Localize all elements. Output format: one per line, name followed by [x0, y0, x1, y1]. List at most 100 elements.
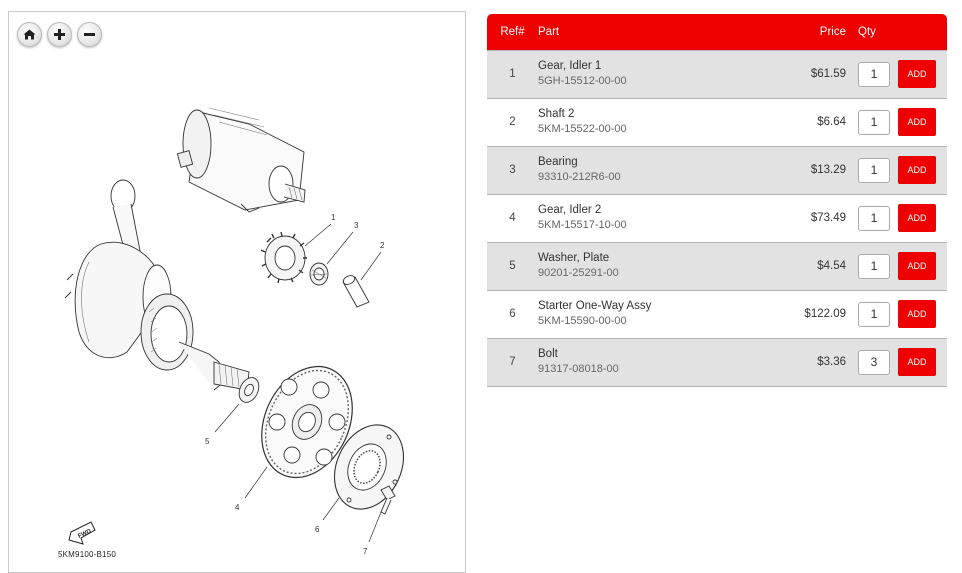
diagram-code: 5KM9100-B150	[58, 550, 116, 559]
add-to-cart-button[interactable]: ADD	[898, 60, 936, 88]
header-price: Price	[819, 25, 846, 38]
part-ref: 3	[509, 164, 516, 176]
part-name: Shaft 2	[538, 108, 575, 120]
part-price: $3.36	[817, 356, 846, 368]
add-to-cart-button[interactable]: ADD	[898, 108, 936, 136]
part-cell: Starter One-Way Assy 5KM-15590-00-00	[538, 290, 772, 338]
fwd-arrow-icon: FWD	[68, 521, 96, 545]
qty-cell: ADD	[858, 242, 947, 290]
part-name: Bearing	[538, 156, 578, 168]
callout-4: 4	[235, 503, 240, 512]
part-price: $6.64	[817, 116, 846, 128]
table-row: 7 Bolt 91317-08018-00 $3.36 ADD	[487, 338, 947, 386]
qty-controls: ADD	[858, 252, 947, 280]
qty-controls: ADD	[858, 204, 947, 232]
part-ref: 5	[509, 260, 516, 272]
part-price: $122.09	[804, 308, 846, 320]
header-ref: Ref#	[500, 25, 525, 38]
zoom-controls	[17, 22, 102, 47]
part-number: 91317-08018-00	[538, 363, 619, 375]
qty-controls: ADD	[858, 108, 947, 136]
callout-3: 3	[354, 221, 359, 230]
part-number: 5KM-15590-00-00	[538, 315, 627, 327]
part-price: $13.29	[810, 164, 846, 176]
callout-6: 6	[315, 525, 320, 534]
qty-controls: ADD	[858, 348, 947, 376]
plus-icon	[54, 29, 65, 40]
part-cell: Gear, Idler 1 5GH-15512-00-00	[538, 50, 772, 98]
table-row: 3 Bearing 93310-212R6-00 $13.29 ADD	[487, 146, 947, 194]
qty-cell: ADD	[858, 290, 947, 338]
table-row: 4 Gear, Idler 2 5KM-15517-10-00 $73.49 ADD	[487, 194, 947, 242]
part-number: 5KM-15522-00-00	[538, 123, 627, 135]
part-name: Starter One-Way Assy	[538, 300, 652, 312]
part-number: 90201-25291-00	[538, 267, 619, 279]
add-to-cart-button[interactable]: ADD	[898, 204, 936, 232]
part-ref: 7	[509, 356, 516, 368]
part-cell: Gear, Idler 2 5KM-15517-10-00	[538, 194, 772, 242]
shaft-drawing	[342, 251, 382, 308]
zoom-out-button[interactable]	[77, 22, 102, 47]
exploded-parts-diagram: 1 3 2 5 4 6 7 FWD	[64, 107, 405, 556]
part-price: $61.59	[810, 68, 846, 80]
add-to-cart-button[interactable]: ADD	[898, 156, 936, 184]
table-row: 5 Washer, Plate 90201-25291-00 $4.54 ADD	[487, 242, 947, 290]
table-row: 2 Shaft 2 5KM-15522-00-00 $6.64 ADD	[487, 98, 947, 146]
bolt-drawing	[368, 485, 396, 543]
zoom-in-button[interactable]	[47, 22, 72, 47]
table-header-row: Ref# Part Price Qty	[487, 14, 947, 50]
parts-diagram-panel[interactable]: 1 3 2 5 4 6 7 FWD 5KM9100-B150	[8, 11, 466, 573]
part-ref: 6	[509, 308, 516, 320]
part-cell: Bolt 91317-08018-00	[538, 338, 772, 386]
idler-gear-2-drawing	[244, 365, 353, 499]
part-ref: 2	[509, 116, 516, 128]
qty-controls: ADD	[858, 300, 947, 328]
qty-controls: ADD	[858, 60, 947, 88]
starter-motor-drawing	[176, 107, 306, 213]
qty-input[interactable]	[858, 109, 890, 135]
qty-input[interactable]	[858, 349, 890, 375]
part-price: $4.54	[817, 260, 846, 272]
part-name: Gear, Idler 1	[538, 60, 602, 72]
home-icon	[23, 29, 36, 40]
callout-1: 1	[331, 213, 336, 222]
qty-cell: ADD	[858, 50, 947, 98]
svg-text:FWD: FWD	[77, 528, 93, 539]
part-price: $73.49	[810, 212, 846, 224]
part-cell: Washer, Plate 90201-25291-00	[538, 242, 772, 290]
header-qty: Qty	[858, 25, 876, 38]
qty-controls: ADD	[858, 156, 947, 184]
qty-input[interactable]	[858, 253, 890, 279]
washer-drawing	[214, 377, 260, 433]
home-zoom-button[interactable]	[17, 22, 42, 47]
part-ref: 4	[509, 212, 516, 224]
qty-input[interactable]	[858, 157, 890, 183]
qty-cell: ADD	[858, 194, 947, 242]
crankshaft-drawing	[64, 179, 250, 391]
add-to-cart-button[interactable]: ADD	[898, 252, 936, 280]
table-row: 1 Gear, Idler 1 5GH-15512-00-00 $61.59 ADD	[487, 50, 947, 98]
qty-cell: ADD	[858, 98, 947, 146]
part-name: Gear, Idler 2	[538, 204, 602, 216]
part-number: 5GH-15512-00-00	[538, 75, 627, 87]
part-number: 5KM-15517-10-00	[538, 219, 627, 231]
part-name: Washer, Plate	[538, 252, 610, 264]
part-ref: 1	[509, 68, 516, 80]
add-to-cart-button[interactable]: ADD	[898, 300, 936, 328]
part-name: Bolt	[538, 348, 558, 360]
qty-input[interactable]	[858, 301, 890, 327]
part-number: 93310-212R6-00	[538, 171, 621, 183]
header-part: Part	[538, 25, 560, 38]
idler-gear-1-drawing	[260, 223, 332, 284]
bearing-drawing	[309, 231, 354, 286]
part-cell: Bearing 93310-212R6-00	[538, 146, 772, 194]
add-to-cart-button[interactable]: ADD	[898, 348, 936, 376]
qty-input[interactable]	[858, 61, 890, 87]
callout-5: 5	[205, 437, 210, 446]
callout-7: 7	[363, 547, 368, 556]
qty-input[interactable]	[858, 205, 890, 231]
qty-cell: ADD	[858, 338, 947, 386]
callout-2: 2	[380, 241, 385, 250]
parts-table: Ref# Part Price Qty 1 Gear, Idler 1 5GH-15…	[487, 14, 947, 387]
